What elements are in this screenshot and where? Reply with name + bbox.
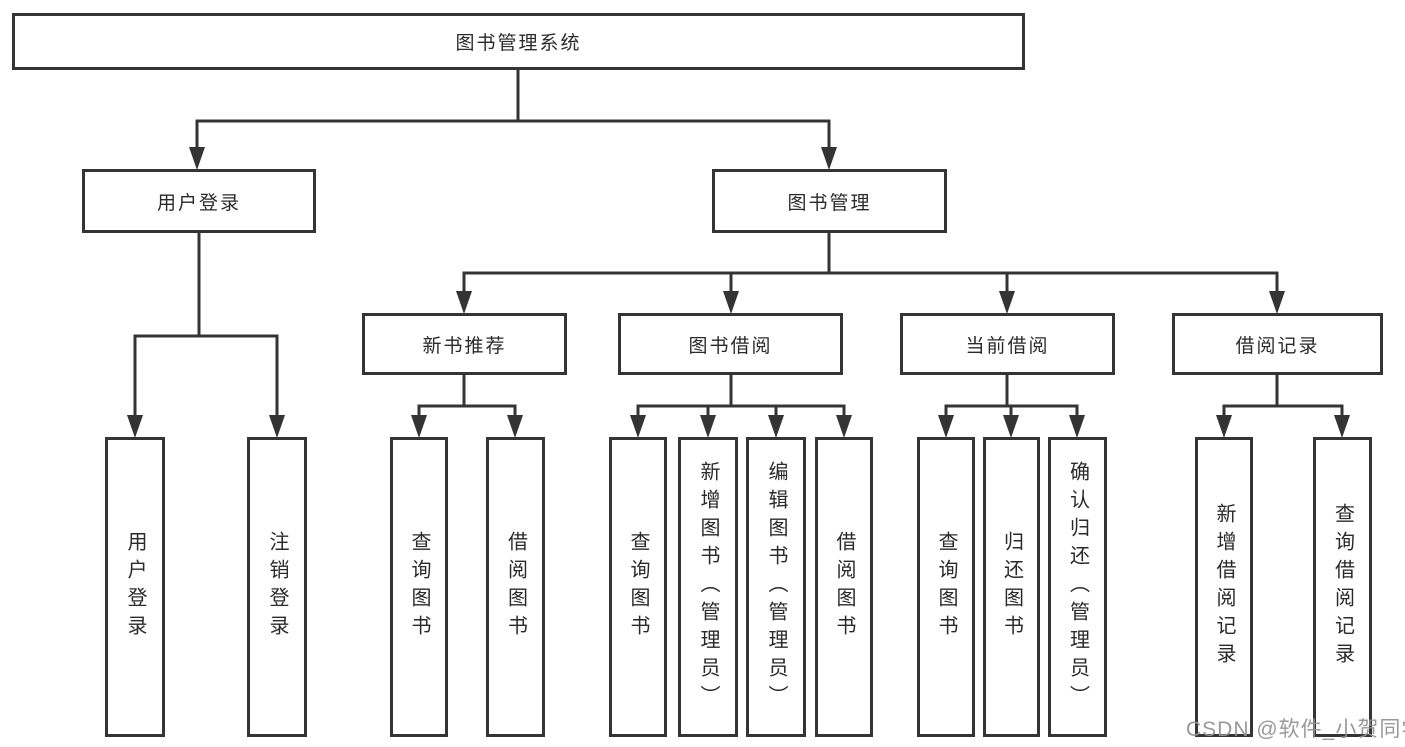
leaf-query-books-2: 查询图书 bbox=[609, 437, 667, 737]
leaf-borrow-books-2-label: 借阅图书 bbox=[833, 531, 855, 643]
node-book-borrowing: 图书借阅 bbox=[618, 313, 843, 375]
leaf-borrow-books-1-label: 借阅图书 bbox=[504, 531, 527, 643]
leaf-user-login-label: 用户登录 bbox=[124, 531, 146, 643]
leaf-query-books-1: 查询图书 bbox=[390, 437, 448, 737]
leaf-query-borrow-record-label: 查询借阅记录 bbox=[1331, 503, 1354, 671]
leaf-edit-books-admin-label: 编辑图书（管理员） bbox=[765, 461, 787, 713]
leaf-borrow-books-1: 借阅图书 bbox=[486, 437, 545, 737]
node-book-management: 图书管理 bbox=[712, 169, 947, 233]
node-borrowing-records: 借阅记录 bbox=[1172, 313, 1383, 375]
node-new-book-recommendation-label: 新书推荐 bbox=[422, 335, 507, 357]
node-current-borrowing-label: 当前借阅 bbox=[965, 335, 1050, 357]
node-book-borrowing-label: 图书借阅 bbox=[688, 335, 773, 357]
leaf-edit-books-admin: 编辑图书（管理员） bbox=[746, 437, 806, 737]
node-current-borrowing: 当前借阅 bbox=[900, 313, 1115, 375]
node-user-login: 用户登录 bbox=[82, 169, 316, 233]
leaf-borrow-books-2: 借阅图书 bbox=[815, 437, 873, 737]
leaf-logout: 注销登录 bbox=[247, 437, 307, 737]
leaf-query-books-1-label: 查询图书 bbox=[408, 531, 430, 643]
node-root-label: 图书管理系统 bbox=[455, 33, 582, 54]
node-new-book-recommendation: 新书推荐 bbox=[362, 313, 567, 375]
leaf-confirm-return-admin-label: 确认归还（管理员） bbox=[1066, 461, 1089, 713]
node-borrowing-records-label: 借阅记录 bbox=[1235, 335, 1320, 357]
node-book-management-label: 图书管理 bbox=[787, 192, 872, 214]
leaf-user-login: 用户登录 bbox=[105, 437, 165, 737]
leaf-add-borrow-record: 新增借阅记录 bbox=[1195, 437, 1253, 737]
csdn-watermark: CSDN @软件_小贺同学 bbox=[1186, 718, 1405, 741]
leaf-return-books-label: 归还图书 bbox=[1000, 531, 1023, 643]
leaf-query-books-2-label: 查询图书 bbox=[627, 531, 649, 643]
leaf-add-books-admin: 新增图书（管理员） bbox=[678, 437, 738, 737]
leaf-query-books-3: 查询图书 bbox=[917, 437, 975, 737]
leaf-return-books: 归还图书 bbox=[983, 437, 1040, 737]
leaf-query-borrow-record: 查询借阅记录 bbox=[1313, 437, 1372, 737]
node-root: 图书管理系统 bbox=[12, 13, 1025, 70]
leaf-logout-label: 注销登录 bbox=[266, 531, 288, 643]
node-user-login-label: 用户登录 bbox=[156, 192, 241, 214]
leaf-add-borrow-record-label: 新增借阅记录 bbox=[1213, 503, 1235, 671]
leaf-query-books-3-label: 查询图书 bbox=[935, 531, 957, 643]
leaf-confirm-return-admin: 确认归还（管理员） bbox=[1048, 437, 1107, 737]
leaf-add-books-admin-label: 新增图书（管理员） bbox=[697, 461, 719, 713]
